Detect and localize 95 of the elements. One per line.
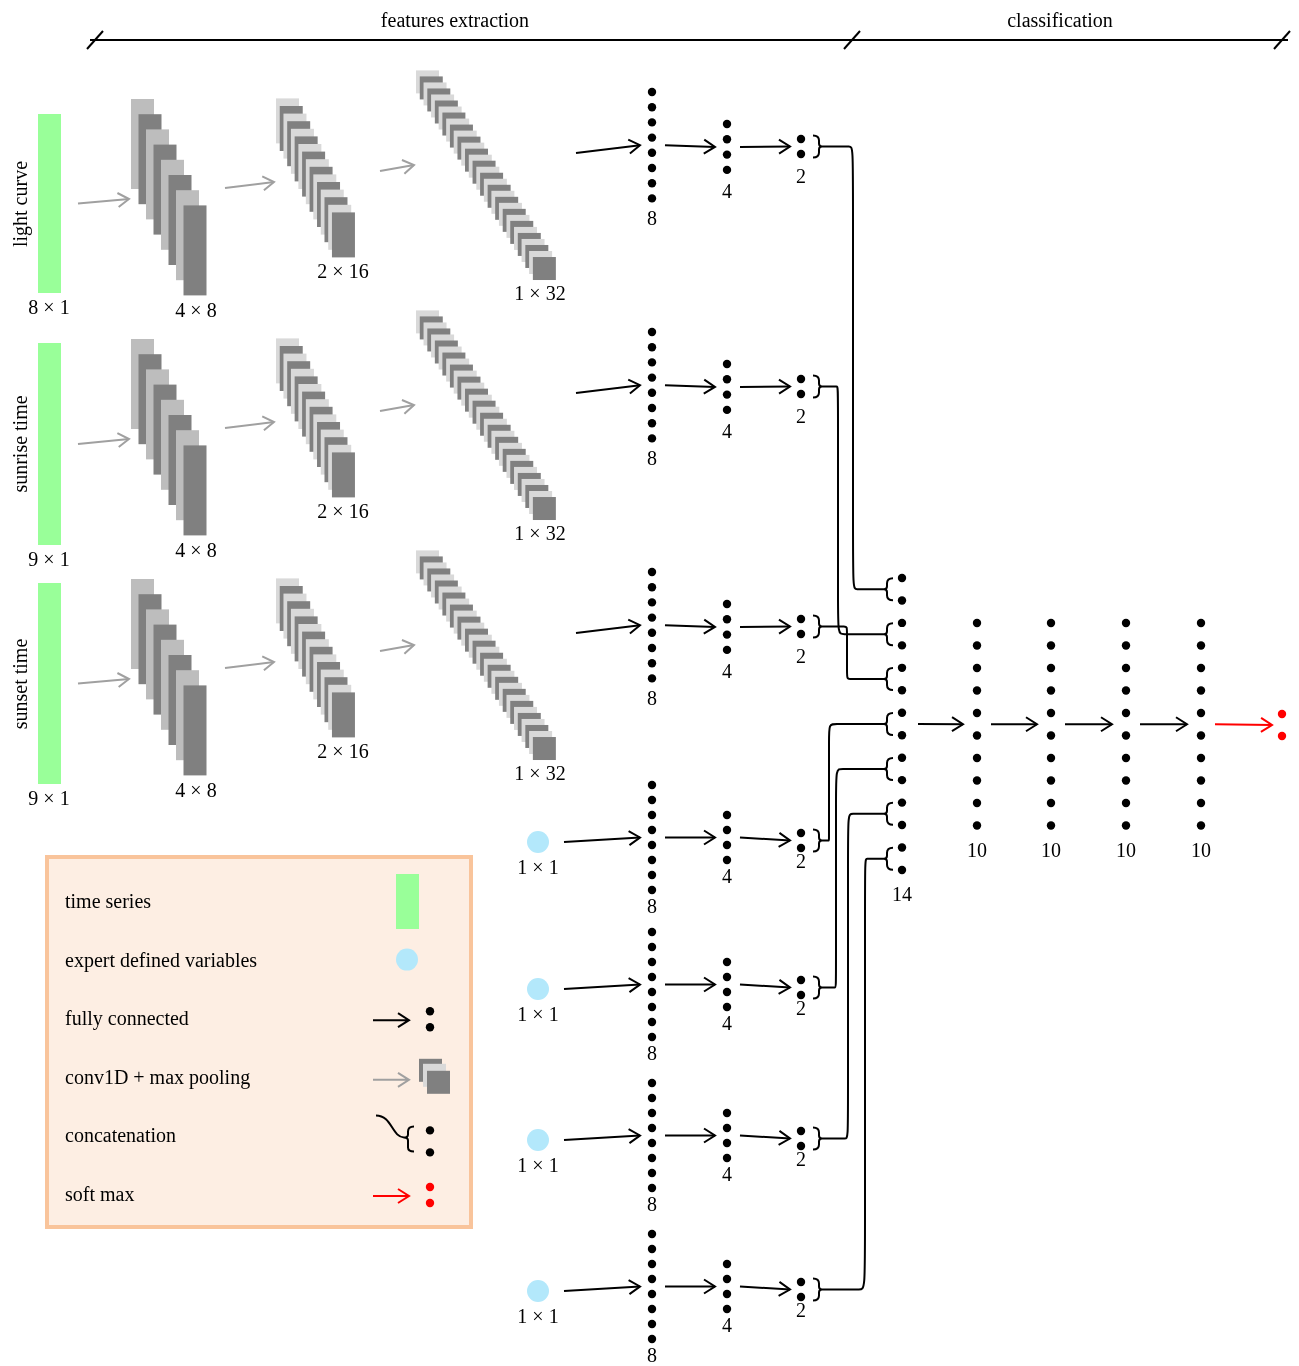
arrow [664, 618, 716, 635]
arrow [664, 138, 716, 155]
size-label: 14 [892, 884, 912, 904]
curved-connector [812, 756, 894, 1000]
size-label: 1 × 32 [514, 763, 566, 783]
size-label: 10 [967, 840, 987, 860]
size-label: 4 [722, 866, 732, 886]
arrow [563, 1128, 641, 1145]
section-label: classification [1007, 10, 1113, 30]
arrow [739, 1129, 791, 1146]
curved-connector [812, 801, 894, 1151]
size-label: 1 × 1 [517, 1155, 559, 1175]
size-label: 2 [796, 406, 806, 426]
arrow [990, 716, 1038, 733]
arrow [77, 672, 130, 688]
arrow [379, 639, 415, 655]
arrow [664, 976, 716, 993]
size-label: 8 [647, 1345, 657, 1365]
size-label: 1 × 1 [517, 857, 559, 877]
size-label: 1 × 32 [514, 523, 566, 543]
section-label: features extraction [380, 10, 530, 30]
arrow [575, 138, 641, 155]
size-label: 2 × 16 [317, 261, 369, 281]
arrow [77, 192, 130, 208]
size-label: 2 [796, 1149, 806, 1169]
size-label: 9 × 1 [28, 788, 70, 808]
size-label: 8 [647, 896, 657, 916]
size-label: 4 [722, 181, 732, 201]
size-label: 4 × 8 [175, 300, 217, 320]
curved-connector [812, 134, 894, 602]
size-label: 8 [647, 208, 657, 228]
arrow [1214, 716, 1273, 733]
size-label: 2 × 16 [317, 501, 369, 521]
legend-label: conv1D + max pooling [65, 1066, 251, 1087]
arrow [664, 829, 716, 846]
size-label: 8 [647, 1043, 657, 1063]
arrow [739, 378, 791, 395]
curved-connector [812, 374, 894, 647]
input-name-label: light curve [10, 160, 30, 247]
curved-connector [812, 614, 894, 692]
size-label: 4 × 8 [175, 780, 217, 800]
size-label: 2 [796, 998, 806, 1018]
legend-label: expert defined variables [65, 949, 258, 970]
size-label: 4 [722, 421, 732, 441]
arrow [739, 138, 791, 155]
arrow [224, 175, 275, 192]
arrow [224, 415, 275, 432]
size-label: 8 [647, 688, 657, 708]
size-label: 2 [796, 646, 806, 666]
arrow [739, 618, 791, 635]
arrow [739, 1280, 791, 1297]
size-label: 8 × 1 [28, 297, 70, 317]
size-label: 2 × 16 [317, 741, 369, 761]
curved-connector [812, 712, 894, 853]
arrow [77, 432, 130, 449]
size-label: 10 [1116, 840, 1136, 860]
arrow [1139, 716, 1188, 733]
arrow [664, 1278, 716, 1295]
arrow [563, 1279, 641, 1296]
arrow [563, 977, 641, 994]
arrow [917, 716, 964, 733]
arrow [379, 159, 415, 175]
size-label: 8 [647, 448, 657, 468]
size-label: 9 × 1 [28, 549, 70, 569]
arrow [739, 831, 791, 848]
input-name-label: sunrise time [10, 395, 30, 493]
arrow [664, 1127, 716, 1144]
size-label: 2 [796, 166, 806, 186]
legend-label: time series [65, 891, 152, 911]
size-label: 4 [722, 661, 732, 681]
size-label: 2 [796, 1300, 806, 1320]
arrow [664, 378, 716, 395]
arrow [224, 655, 275, 672]
legend-label: concatenation [65, 1125, 177, 1146]
arrow [1064, 716, 1113, 733]
size-label: 4 [722, 1164, 732, 1184]
size-label: 1 × 1 [517, 1306, 559, 1326]
curved-connector [812, 846, 894, 1302]
size-label: 2 [796, 851, 806, 871]
legend-label: soft max [65, 1184, 135, 1204]
input-name-label: sunset time [10, 638, 30, 729]
size-label: 1 × 32 [514, 283, 566, 303]
size-label: 4 [722, 1315, 732, 1335]
arrow [739, 978, 791, 995]
size-label: 10 [1041, 840, 1061, 860]
size-label: 8 [647, 1194, 657, 1214]
size-label: 10 [1191, 840, 1211, 860]
arrow [379, 399, 415, 415]
size-label: 1 × 1 [517, 1004, 559, 1024]
arrow [563, 830, 641, 847]
arrow [575, 378, 641, 395]
size-label: 4 × 8 [175, 540, 217, 560]
legend-label: fully connected [65, 1008, 189, 1029]
size-label: 4 [722, 1013, 732, 1033]
arrow [575, 618, 641, 635]
